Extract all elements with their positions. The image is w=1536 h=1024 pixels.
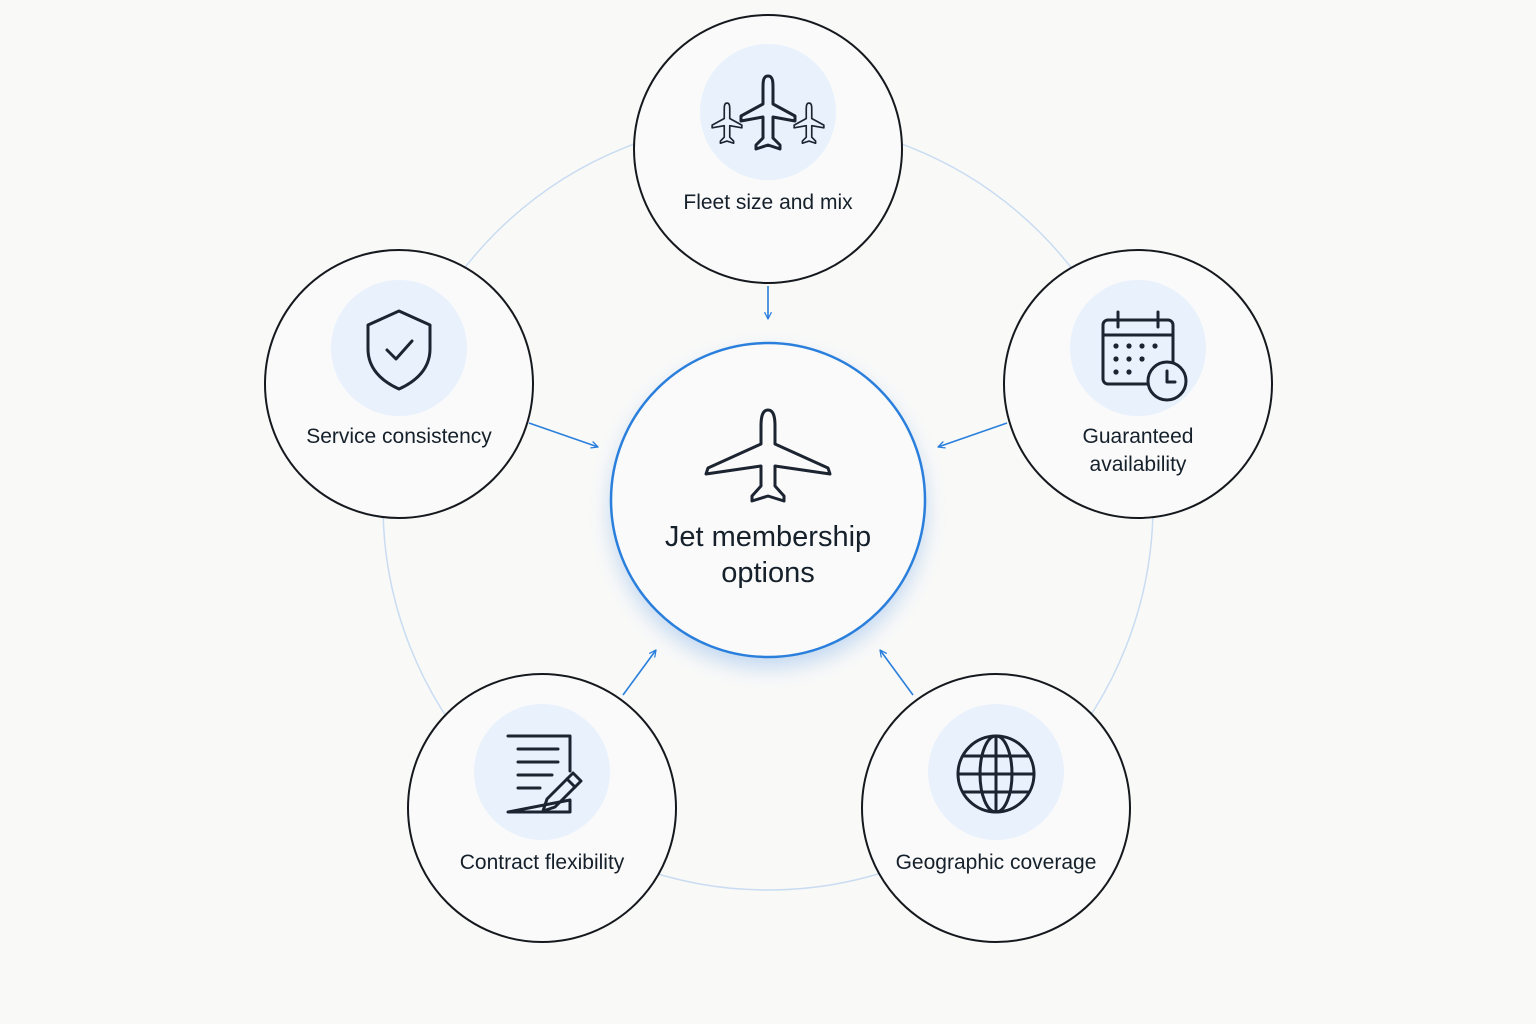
fleet-label: Fleet size and mix [683,191,853,214]
connector-geographic [879,649,914,696]
node-contract: Contract flexibility [407,673,677,943]
connector-contract [622,649,657,696]
geographic-label: Geographic coverage [896,851,1097,874]
connector-service [528,422,599,449]
node-guaranteed: Guaranteed availability [1003,249,1273,519]
node-geographic: Geographic coverage [861,673,1131,943]
airplane-icon [704,408,832,503]
node-service: Service consistency [264,249,534,519]
guaranteed-label-line1: Guaranteed [1083,425,1194,448]
guaranteed-icon-background [1070,280,1206,416]
fleet-icon-background [700,44,836,180]
calendar-clock-icon [1101,310,1188,402]
document-pen-icon [506,734,583,814]
connectors [528,286,1008,696]
center-label-line1: Jet membership [665,521,871,553]
globe-icon [956,734,1036,814]
contract-label: Contract flexibility [460,851,625,874]
fleet-airplanes-icon [711,74,825,151]
node-fleet: Fleet size and mix [633,14,903,284]
shield-check-icon [366,309,432,391]
contract-icon-background [474,704,610,840]
center-label-line2: options [721,557,815,589]
service-label: Service consistency [306,425,492,448]
service-icon-background [331,280,467,416]
center-node: Jet membership options [609,341,927,668]
guaranteed-label-line2: availability [1090,453,1187,476]
connector-guaranteed [937,422,1008,449]
